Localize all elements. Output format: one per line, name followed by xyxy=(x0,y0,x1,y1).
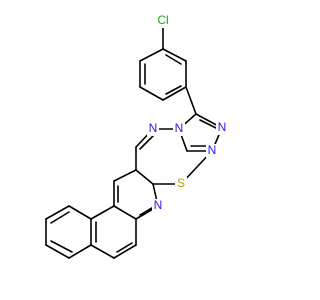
atom-label-n-quinoline: N xyxy=(152,198,164,213)
atom-label-cl: Cl xyxy=(154,13,172,28)
chlorophenyl-ring xyxy=(139,48,187,101)
atom-label-n-diazepine: N xyxy=(147,121,159,136)
chlorine-label: Cl xyxy=(157,13,168,27)
atom-label-n-triazole-left: N xyxy=(173,121,185,136)
diazepine-nitrogen-label: N xyxy=(149,121,158,135)
triazole-nitrogen-left-label: N xyxy=(175,121,184,135)
molecule-structure: Cl N N N N S N xyxy=(45,13,228,259)
quinoline-nitrogen-label: N xyxy=(154,198,163,212)
atom-label-n-triazole-right: N xyxy=(206,143,218,158)
atom-label-n-triazole-top: N xyxy=(216,120,228,135)
atom-label-s: S xyxy=(175,176,187,191)
molecule-canvas: Cl N N N N S N xyxy=(45,13,228,259)
thiadiazepine-ring xyxy=(135,128,213,185)
quinoline-rings xyxy=(45,169,159,259)
triazole-nitrogen-top-label: N xyxy=(218,120,227,134)
aryl-triazole-bond xyxy=(185,86,197,115)
triazole-nitrogen-right-label: N xyxy=(208,143,217,157)
sulfur-label: S xyxy=(177,176,185,190)
